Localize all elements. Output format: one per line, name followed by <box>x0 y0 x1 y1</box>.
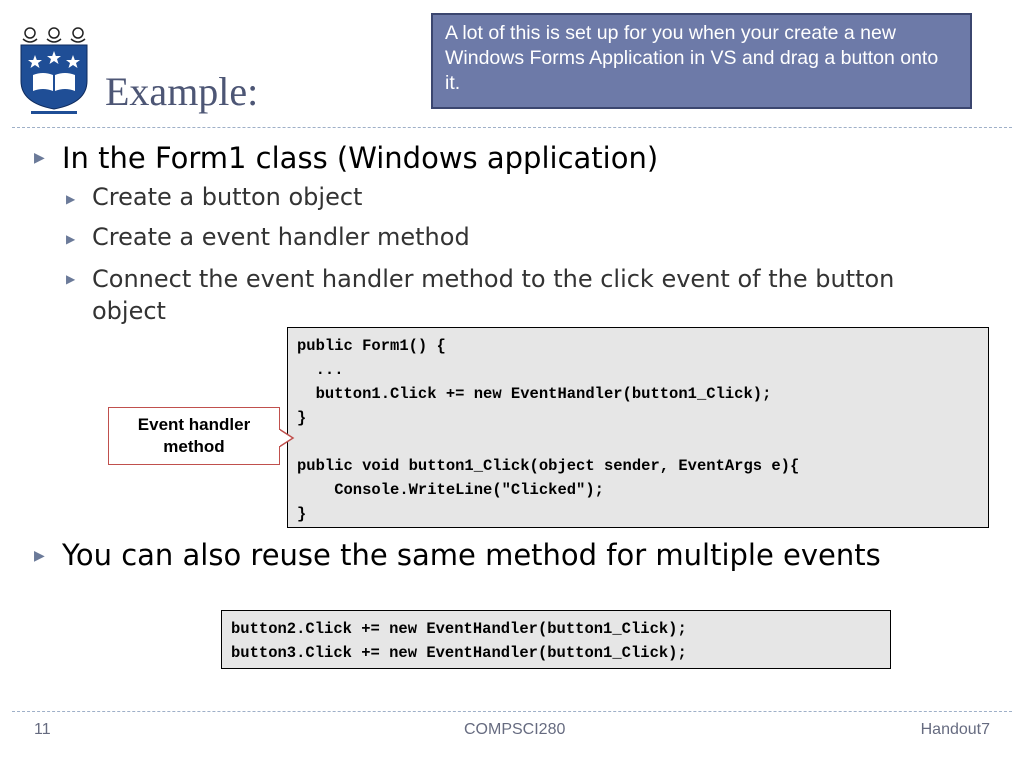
annotation-pointer-icon <box>279 428 295 448</box>
bullet-arrow-icon: ▶ <box>66 272 76 286</box>
sub-bullet-create-button: Create a button object <box>92 183 363 211</box>
header-divider <box>12 127 1012 128</box>
annotation-line: method <box>163 437 225 456</box>
event-handler-annotation: Event handler method <box>108 407 280 465</box>
code-line: Console.WriteLine("Clicked"); <box>297 481 604 499</box>
code-line: public void button1_Click(object sender,… <box>297 457 800 475</box>
bullet-arrow-icon: ▶ <box>66 192 76 206</box>
crest-icon <box>17 25 91 119</box>
footer-page-number: 11 <box>34 721 51 738</box>
bullet-arrow-icon: ▶ <box>34 150 45 166</box>
bullet-arrow-icon: ▶ <box>34 548 45 564</box>
code-line: button3.Click += new EventHandler(button… <box>231 644 687 662</box>
bullet-reuse-method: You can also reuse the same method for m… <box>62 538 881 572</box>
slide-title: Example: <box>105 69 259 114</box>
university-logo <box>17 25 91 119</box>
bullet-arrow-icon: ▶ <box>66 232 76 246</box>
code-line: ... <box>297 361 344 379</box>
annotation-line: Event handler <box>137 415 251 434</box>
sub-bullet-create-handler: Create a event handler method <box>92 223 470 251</box>
code-line: public Form1() { <box>297 337 446 355</box>
code-line: button1.Click += new EventHandler(button… <box>297 385 772 403</box>
code-line: } <box>297 505 307 523</box>
sub-bullet-connect-handler: Connect the event handler method to the … <box>92 265 895 325</box>
code-block-reuse: button2.Click += new EventHandler(button… <box>221 610 891 669</box>
code-line <box>297 430 979 454</box>
footer-divider <box>12 711 1012 712</box>
code-line: button2.Click += new EventHandler(button… <box>231 620 687 638</box>
code-block-form1: public Form1() { ... button1.Click += ne… <box>287 327 989 528</box>
callout-note: A lot of this is set up for you when you… <box>431 13 972 109</box>
footer-course: COMPSCI280 <box>464 721 566 738</box>
code-line: } <box>297 409 307 427</box>
footer-handout: Handout7 <box>920 721 990 738</box>
bullet-form1-class: In the Form1 class (Windows application) <box>62 141 659 175</box>
